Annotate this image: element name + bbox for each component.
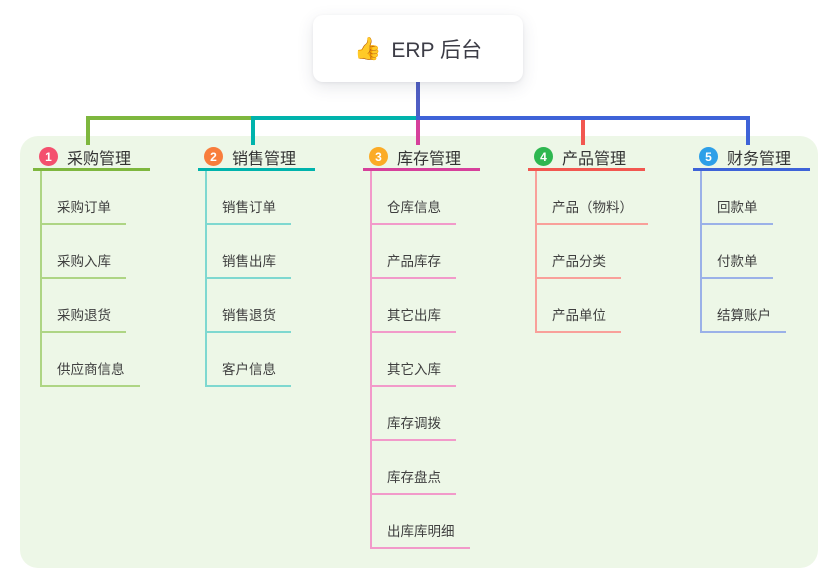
node-receipt-bill[interactable]: 回款单 xyxy=(702,171,773,225)
thumbs-up-icon: 👍 xyxy=(353,35,382,61)
node-product-material[interactable]: 产品（物料） xyxy=(537,171,648,225)
branch-children: 仓库信息 产品库存 其它出库 其它入库 库存调拨 库存盘点 出库库明细 xyxy=(370,171,513,549)
branch-children: 产品（物料） 产品分类 产品单位 xyxy=(535,171,678,333)
branch-title-inventory[interactable]: 3 库存管理 xyxy=(363,145,480,171)
branch-children: 销售订单 销售出库 销售退货 客户信息 xyxy=(205,171,348,387)
node-stock-count[interactable]: 库存盘点 xyxy=(372,441,456,495)
branch-children: 回款单 付款单 结算账户 xyxy=(700,171,839,333)
root-node-label: ERP 后台 xyxy=(391,38,483,62)
connector-drop-inventory xyxy=(416,120,420,145)
connector-drop-sales xyxy=(251,120,255,145)
branch-title-sales[interactable]: 2 销售管理 xyxy=(198,145,315,171)
branch-finance: 5 财务管理 回款单 付款单 结算账户 xyxy=(693,145,839,333)
branch-number-badge: 1 xyxy=(39,147,58,166)
branch-title-product[interactable]: 4 产品管理 xyxy=(528,145,645,171)
node-outbound-detail[interactable]: 出库库明细 xyxy=(372,495,470,549)
branch-number-badge: 3 xyxy=(369,147,388,166)
connector-bus-finance xyxy=(416,116,750,120)
node-other-outbound[interactable]: 其它出库 xyxy=(372,279,456,333)
branch-title-label: 财务管理 xyxy=(727,150,792,168)
node-customer-info[interactable]: 客户信息 xyxy=(207,333,291,387)
branch-number-badge: 4 xyxy=(534,147,553,166)
node-product-category[interactable]: 产品分类 xyxy=(537,225,621,279)
connector-drop-finance xyxy=(746,120,750,145)
node-warehouse-info[interactable]: 仓库信息 xyxy=(372,171,456,225)
node-payment-bill[interactable]: 付款单 xyxy=(702,225,773,279)
node-purchase-order[interactable]: 采购订单 xyxy=(42,171,126,225)
branch-title-finance[interactable]: 5 财务管理 xyxy=(693,145,810,171)
branch-title-label: 产品管理 xyxy=(562,150,627,168)
node-other-inbound[interactable]: 其它入库 xyxy=(372,333,456,387)
node-purchase-return[interactable]: 采购退货 xyxy=(42,279,126,333)
branch-purchase: 1 采购管理 采购订单 采购入库 采购退货 供应商信息 xyxy=(33,145,183,387)
node-sales-order[interactable]: 销售订单 xyxy=(207,171,291,225)
connector-root-edge xyxy=(416,82,420,116)
branch-number-badge: 5 xyxy=(699,147,718,166)
branch-title-purchase[interactable]: 1 采购管理 xyxy=(33,145,150,171)
connector-bus-sales xyxy=(251,116,418,120)
node-sales-outbound[interactable]: 销售出库 xyxy=(207,225,291,279)
node-product-unit[interactable]: 产品单位 xyxy=(537,279,621,333)
connector-bus-purchase xyxy=(86,116,255,120)
branch-title-label: 库存管理 xyxy=(397,150,462,168)
connector-drop-product xyxy=(581,120,585,145)
branch-sales: 2 销售管理 销售订单 销售出库 销售退货 客户信息 xyxy=(198,145,348,387)
node-purchase-inbound[interactable]: 采购入库 xyxy=(42,225,126,279)
root-node-erp[interactable]: 👍 ERP 后台 xyxy=(313,15,523,82)
branch-title-label: 销售管理 xyxy=(232,150,297,168)
branches-background-panel xyxy=(20,136,818,568)
branch-children: 采购订单 采购入库 采购退货 供应商信息 xyxy=(40,171,183,387)
branch-title-label: 采购管理 xyxy=(67,150,132,168)
node-supplier-info[interactable]: 供应商信息 xyxy=(42,333,140,387)
node-settlement-account[interactable]: 结算账户 xyxy=(702,279,786,333)
node-sales-return[interactable]: 销售退货 xyxy=(207,279,291,333)
connector-drop-purchase xyxy=(86,120,90,145)
branch-product: 4 产品管理 产品（物料） 产品分类 产品单位 xyxy=(528,145,678,333)
branch-number-badge: 2 xyxy=(204,147,223,166)
branch-inventory: 3 库存管理 仓库信息 产品库存 其它出库 其它入库 库存调拨 库存盘点 出库库… xyxy=(363,145,513,549)
node-stock-transfer[interactable]: 库存调拨 xyxy=(372,387,456,441)
node-product-stock[interactable]: 产品库存 xyxy=(372,225,456,279)
